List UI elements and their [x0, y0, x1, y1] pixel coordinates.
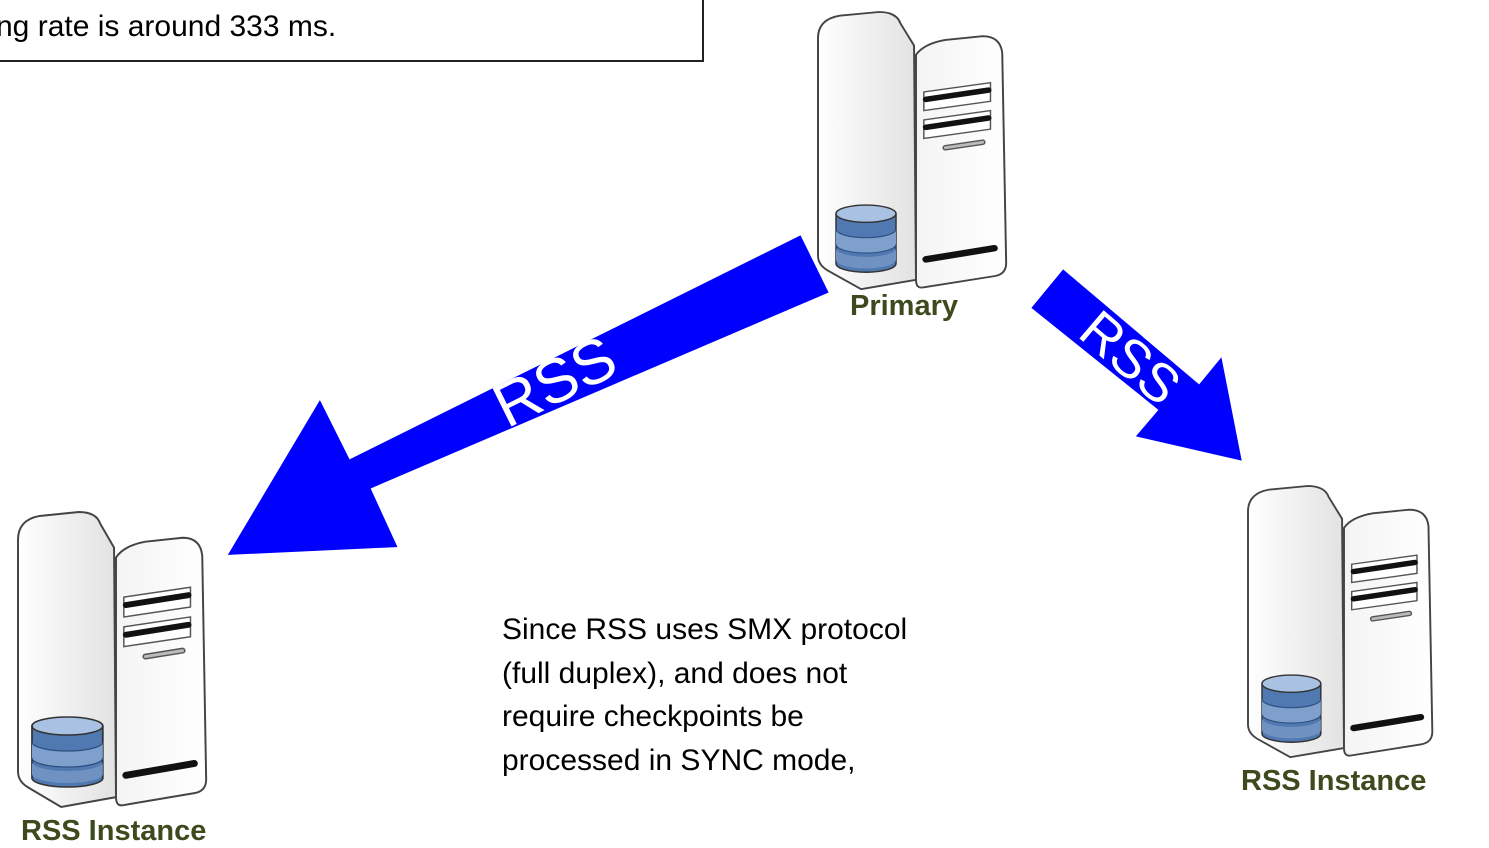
server-icon-primary	[818, 12, 1006, 289]
callout-text: ng rate is around 333 ms.	[0, 10, 337, 43]
rss-instance-right-label: RSS Instance	[1241, 765, 1427, 797]
primary-label: Primary	[850, 290, 959, 322]
note-line: (full duplex), and does not	[502, 656, 848, 690]
note-line: Since RSS uses SMX protocol	[502, 613, 908, 646]
protocol-note: Since RSS uses SMX protocol (full duplex…	[502, 608, 1102, 782]
rss-instance-left-label: RSS Instance	[21, 815, 207, 847]
info-callout: ng rate is around 333 ms.	[0, 0, 704, 62]
note-line: processed in SYNC mode,	[502, 743, 856, 777]
replication-arrow-left: RSS	[224, 232, 832, 558]
replication-arrow-right: RSS	[1028, 266, 1245, 464]
server-icon-rss-left	[18, 512, 206, 807]
server-icon-rss-right	[1248, 486, 1432, 757]
note-line: require checkpoints be	[502, 700, 804, 733]
